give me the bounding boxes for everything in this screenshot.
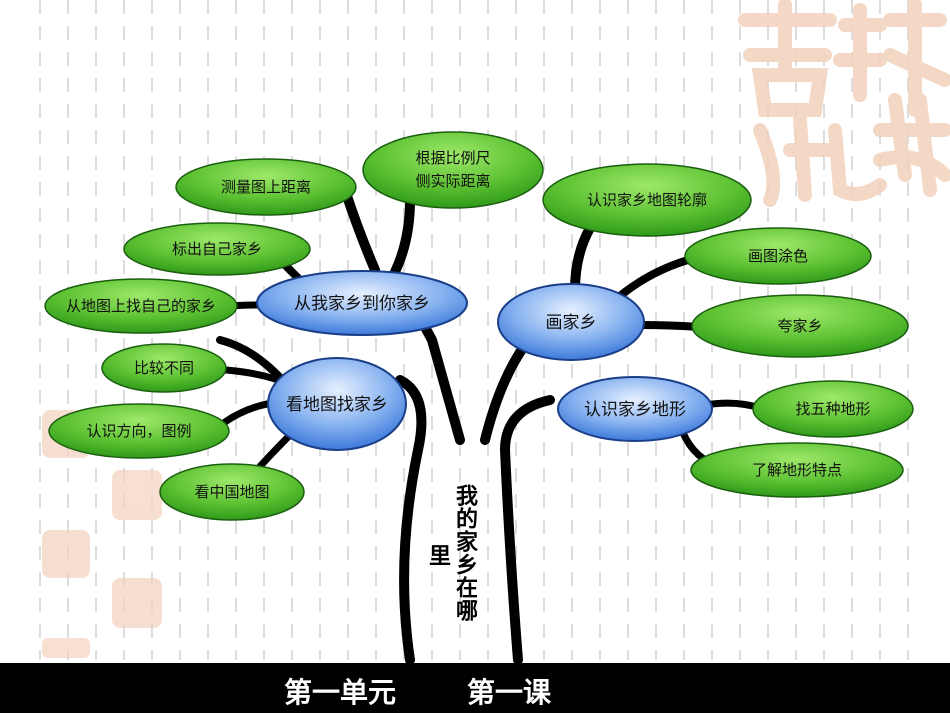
leaf-label: 比较不同 — [134, 359, 194, 377]
leaf-china-map: 看中国地图 — [159, 463, 305, 521]
trunk-title-tail: 里 — [425, 544, 450, 567]
leaf-compare-differences: 比较不同 — [101, 343, 227, 393]
leaf-praise-hometown: 夸家乡 — [691, 294, 909, 358]
leaf-label: 测量图上距离 — [221, 178, 311, 196]
hub-find-hometown-on-map: 看地图找家乡 — [267, 357, 407, 451]
footer-lesson: 第一课 — [467, 676, 552, 709]
hub-label: 认识家乡地形 — [584, 400, 686, 420]
leaf-label: 画图涂色 — [748, 247, 808, 265]
leaf-label-line2: 侧实际距离 — [415, 172, 490, 190]
leaf-map-outline: 认识家乡地图轮廓 — [542, 163, 752, 237]
leaf-five-landforms: 找五种地形 — [752, 380, 914, 438]
footer-unit: 第一单元 — [284, 676, 397, 709]
calligraphy-watermark — [738, 0, 950, 207]
hub-draw-hometown: 画家乡 — [497, 283, 645, 361]
leaf-label-line1: 根据比例尺 — [415, 149, 490, 167]
leaf-scale-distance: 根据比例尺 侧实际距离 — [362, 131, 544, 209]
hub-label: 画家乡 — [546, 313, 597, 333]
trunk-title-main: 我的家乡在哪 — [452, 484, 477, 622]
footer-bar: 第一单元 第一课 — [0, 663, 950, 713]
leaf-label: 找五种地形 — [795, 400, 870, 418]
leaf-landform-features: 了解地形特点 — [690, 442, 904, 498]
leaf-label: 看中国地图 — [194, 483, 269, 501]
leaf-label: 夸家乡 — [777, 317, 822, 335]
leaf-label: 认识家乡地图轮廓 — [587, 191, 707, 209]
hub-label: 看地图找家乡 — [286, 395, 388, 415]
leaf-measure-distance: 测量图上距离 — [175, 158, 357, 216]
leaf-mark-hometown: 标出自己家乡 — [123, 222, 311, 276]
hub-label: 从我家乡到你家乡 — [294, 294, 430, 314]
leaf-draw-color: 画图涂色 — [684, 227, 872, 285]
leaf-find-hometown-on-map: 从地图上找自己的家乡 — [44, 278, 238, 334]
leaf-label: 标出自己家乡 — [172, 240, 262, 258]
hub-hometown-landforms: 认识家乡地形 — [557, 376, 713, 442]
leaf-label: 认识方向，图例 — [86, 422, 191, 440]
leaf-directions-legend: 认识方向，图例 — [48, 403, 230, 459]
hub-my-hometown-to-yours: 从我家乡到你家乡 — [256, 270, 468, 336]
leaf-label: 了解地形特点 — [752, 461, 842, 479]
leaf-label: 从地图上找自己的家乡 — [66, 297, 216, 315]
